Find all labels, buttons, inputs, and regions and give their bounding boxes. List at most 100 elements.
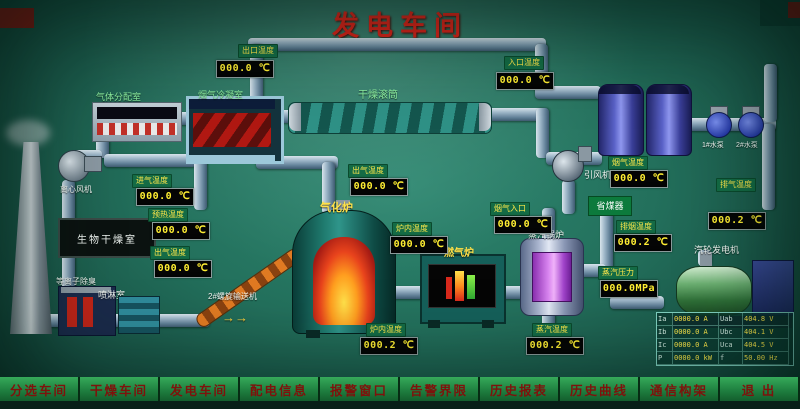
outgas-temp-mid-tag: 出气温度: [348, 164, 388, 178]
steam-boiler-label: 蒸汽锅炉: [528, 230, 565, 240]
pump-1: [706, 112, 732, 138]
intake-temp-display: 000.0 ℃: [136, 188, 194, 206]
outlet-temp-display: 000.0 ℃: [216, 60, 274, 78]
table-cell: 0000.0 kW: [673, 352, 719, 365]
generator-pipe-stub: [700, 252, 712, 268]
nav-drying-workshop[interactable]: 干燥车间: [80, 377, 160, 401]
table-cell: 404.1 V: [743, 326, 789, 339]
table-cell: Ia: [657, 313, 673, 326]
plasma-bar: [83, 297, 93, 327]
nav-sorting-workshop[interactable]: 分选车间: [0, 377, 80, 401]
turbine-body: [676, 266, 752, 316]
steam-temp-display: 000.2 ℃: [526, 337, 584, 355]
table-cell: 0000.0 A: [673, 313, 719, 326]
gasifier-top-stub: [336, 200, 350, 210]
chimney: [10, 142, 52, 334]
steam-pressure-tag: 蒸汽压力: [598, 266, 638, 280]
fan-motor: [84, 156, 102, 172]
plasma-top: [61, 287, 111, 293]
corner-red-mark-right: [788, 2, 800, 18]
table-cell: Uca: [719, 339, 743, 352]
centrifugal-fan: [56, 146, 102, 182]
bottom-nav-bar: 分选车间 干燥车间 发电车间 配电信息 报警窗口 告警界限 历史报表 历史曲线 …: [0, 377, 800, 401]
pipe-segment: [322, 162, 335, 214]
furnace-flame-green: [467, 275, 475, 299]
gasifier-temp-tag: 炉内温度: [392, 222, 432, 236]
conveyor-flow-arrows: →→: [222, 310, 248, 325]
outgas-temp-mid-display: 000.0 ℃: [350, 178, 408, 196]
outlet-temp-tag: 出口温度: [238, 44, 278, 58]
gasifier: [292, 210, 396, 334]
screw-conveyor-label: 2#螺旋输送机: [208, 292, 257, 301]
pipe-segment: [104, 154, 196, 167]
flue-inlet-temp-display: 000.0 ℃: [494, 216, 552, 234]
pipe-segment: [762, 124, 775, 210]
table-cell: f: [719, 352, 743, 365]
plasma-deodorizer: [58, 286, 116, 336]
gas-furnace: [420, 254, 506, 324]
flue-gas-condenser: [186, 96, 284, 164]
furnace-leg: [428, 320, 440, 328]
pipe-segment: [610, 296, 664, 309]
plasma-deodorizer-label: 等离子除臭: [56, 277, 96, 286]
nav-history-curve[interactable]: 历史曲线: [560, 377, 640, 401]
spray-room: [118, 296, 160, 334]
table-cell: 404.8 V: [743, 313, 789, 326]
tank-1: [598, 84, 644, 156]
nav-power-workshop[interactable]: 发电车间: [160, 377, 240, 401]
drying-drum: [288, 102, 492, 134]
fan-wheel: [552, 150, 584, 182]
flue-inlet-temp-tag: 烟气入口: [490, 202, 530, 216]
flue-gas-condenser-label: 烟气冷凝室: [198, 90, 244, 100]
flue-temp-display: 000.0 ℃: [610, 170, 668, 188]
table-cell: Ubc: [719, 326, 743, 339]
pump-1-label: 1#水泵: [702, 142, 724, 149]
furnace-flame: [455, 271, 464, 301]
induced-draft-fan: [550, 144, 592, 182]
table-cell: 0000.0 A: [673, 326, 719, 339]
spray-room-label: 喷淋室: [98, 290, 126, 300]
nav-power-distribution-info[interactable]: 配电信息: [240, 377, 320, 401]
induced-draft-fan-label: 引风机: [584, 170, 612, 180]
drying-drum-label: 干燥滚筒: [358, 90, 398, 101]
drum-cap-left: [289, 103, 301, 131]
bio-drying-room: 生物干燥室: [58, 218, 156, 258]
gasifier-flame: [313, 237, 375, 325]
outgas-temp-left-display: 000.0 ℃: [154, 260, 212, 278]
nav-communication[interactable]: 通信构架: [640, 377, 720, 401]
pipe-segment: [194, 154, 207, 210]
condenser-core: [193, 113, 271, 147]
exciter-box: [752, 260, 794, 316]
inlet-temp-display: 000.0 ℃: [496, 72, 554, 90]
furnace-screen: [428, 264, 496, 308]
drum-cap-right: [479, 103, 491, 131]
steam-temp-tag: 蒸汽温度: [532, 323, 572, 337]
corner-red-mark: [0, 8, 34, 28]
gas-furnace-label: 燃气炉: [444, 248, 474, 259]
pipe-segment: [488, 108, 544, 121]
table-cell: Uab: [719, 313, 743, 326]
nav-alarm-limits[interactable]: 告警界限: [400, 377, 480, 401]
preheat-temp-tag: 预热温度: [148, 208, 188, 222]
flue-temp-tag: 烟气温度: [608, 156, 648, 170]
gasifier-label: 气化炉: [320, 202, 353, 214]
nav-alarm-window[interactable]: 报警窗口: [320, 377, 400, 401]
nav-history-report[interactable]: 历史报表: [480, 377, 560, 401]
tank-2-cap: [647, 85, 689, 94]
furnace-leg: [482, 320, 494, 328]
condenser-top-strip: [189, 99, 275, 109]
table-cell: Ib: [657, 326, 673, 339]
chimney-smoke: [6, 120, 50, 146]
bottom-strip: [0, 401, 800, 409]
gasifier-leg: [306, 330, 320, 338]
pipe-segment: [600, 210, 613, 272]
boiler-window: [532, 252, 572, 302]
tank-2: [646, 84, 692, 156]
condenser-bottom-strip: [189, 155, 275, 161]
exhaust-flue-temp-tag: 排烟温度: [616, 220, 656, 234]
steam-pressure-display: 000.0MPa: [600, 280, 658, 298]
pipe-segment: [248, 38, 546, 51]
nav-exit[interactable]: 退 出: [720, 377, 800, 401]
furnace-temp-tag: 炉内温度: [366, 323, 406, 337]
